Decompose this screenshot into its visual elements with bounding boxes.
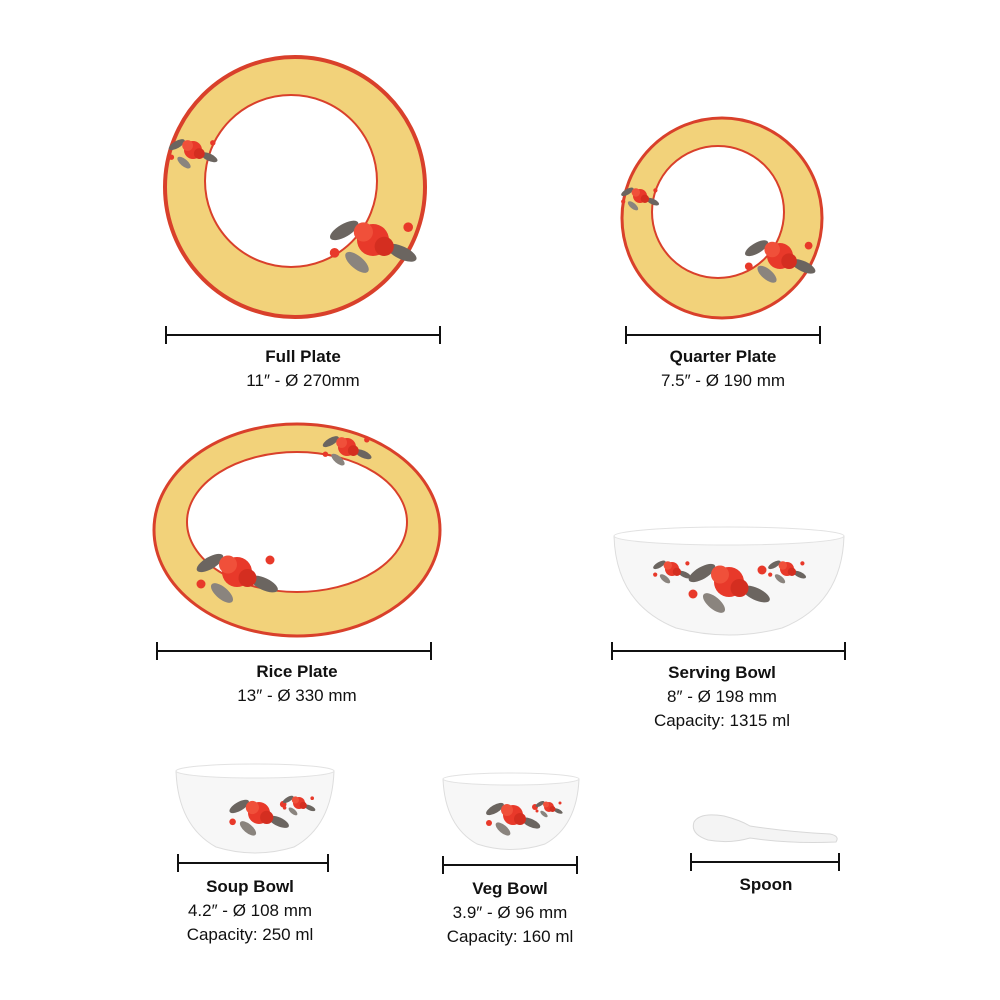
quarter-plate-dimension-line <box>625 326 821 344</box>
item-capacity: Capacity: 250 ml <box>186 925 314 944</box>
item-size: 7.5″ - Ø 190 mm <box>660 371 786 390</box>
spoon-dimension-line <box>690 853 840 871</box>
item-capacity: Capacity: 160 ml <box>446 927 574 946</box>
item-name: Spoon <box>739 875 793 894</box>
soup-bowl-dimension-line <box>177 854 329 872</box>
rice-plate-label: Rice Plate 13″ - Ø 330 mm <box>167 660 427 708</box>
item-size: 13″ - Ø 330 mm <box>237 686 357 705</box>
item-name: Rice Plate <box>256 662 338 681</box>
veg-bowl-image <box>442 772 580 850</box>
item-size: 4.2″ - Ø 108 mm <box>187 901 313 920</box>
veg-bowl-label: Veg Bowl 3.9″ - Ø 96 mm Capacity: 160 ml <box>380 877 640 949</box>
spoon-label: Spoon <box>636 873 896 897</box>
item-size: 11″ - Ø 270mm <box>246 371 360 390</box>
full-plate-label: Full Plate 11″ - Ø 270mm <box>173 345 433 393</box>
serving-bowl-label: Serving Bowl 8″ - Ø 198 mm Capacity: 131… <box>592 661 852 733</box>
full-plate-image <box>163 55 427 319</box>
item-name: Serving Bowl <box>668 663 776 682</box>
serving-bowl-dimension-line <box>611 642 846 660</box>
item-name: Veg Bowl <box>472 879 548 898</box>
item-name: Soup Bowl <box>206 877 294 896</box>
full-plate-dimension-line <box>165 326 441 344</box>
item-capacity: Capacity: 1315 ml <box>653 711 791 730</box>
soup-bowl-label: Soup Bowl 4.2″ - Ø 108 mm Capacity: 250 … <box>120 875 380 947</box>
spoon-image <box>692 814 838 843</box>
veg-bowl-dimension-line <box>442 856 578 874</box>
item-size: 3.9″ - Ø 96 mm <box>452 903 568 922</box>
item-size: 8″ - Ø 198 mm <box>667 687 777 706</box>
item-name: Quarter Plate <box>669 347 777 366</box>
soup-bowl-image <box>175 763 335 854</box>
quarter-plate-image <box>619 116 824 320</box>
rice-plate-dimension-line <box>156 642 432 660</box>
rice-plate-image <box>152 422 442 638</box>
serving-bowl-image <box>613 526 845 636</box>
quarter-plate-label: Quarter Plate 7.5″ - Ø 190 mm <box>593 345 853 393</box>
item-name: Full Plate <box>265 347 341 366</box>
